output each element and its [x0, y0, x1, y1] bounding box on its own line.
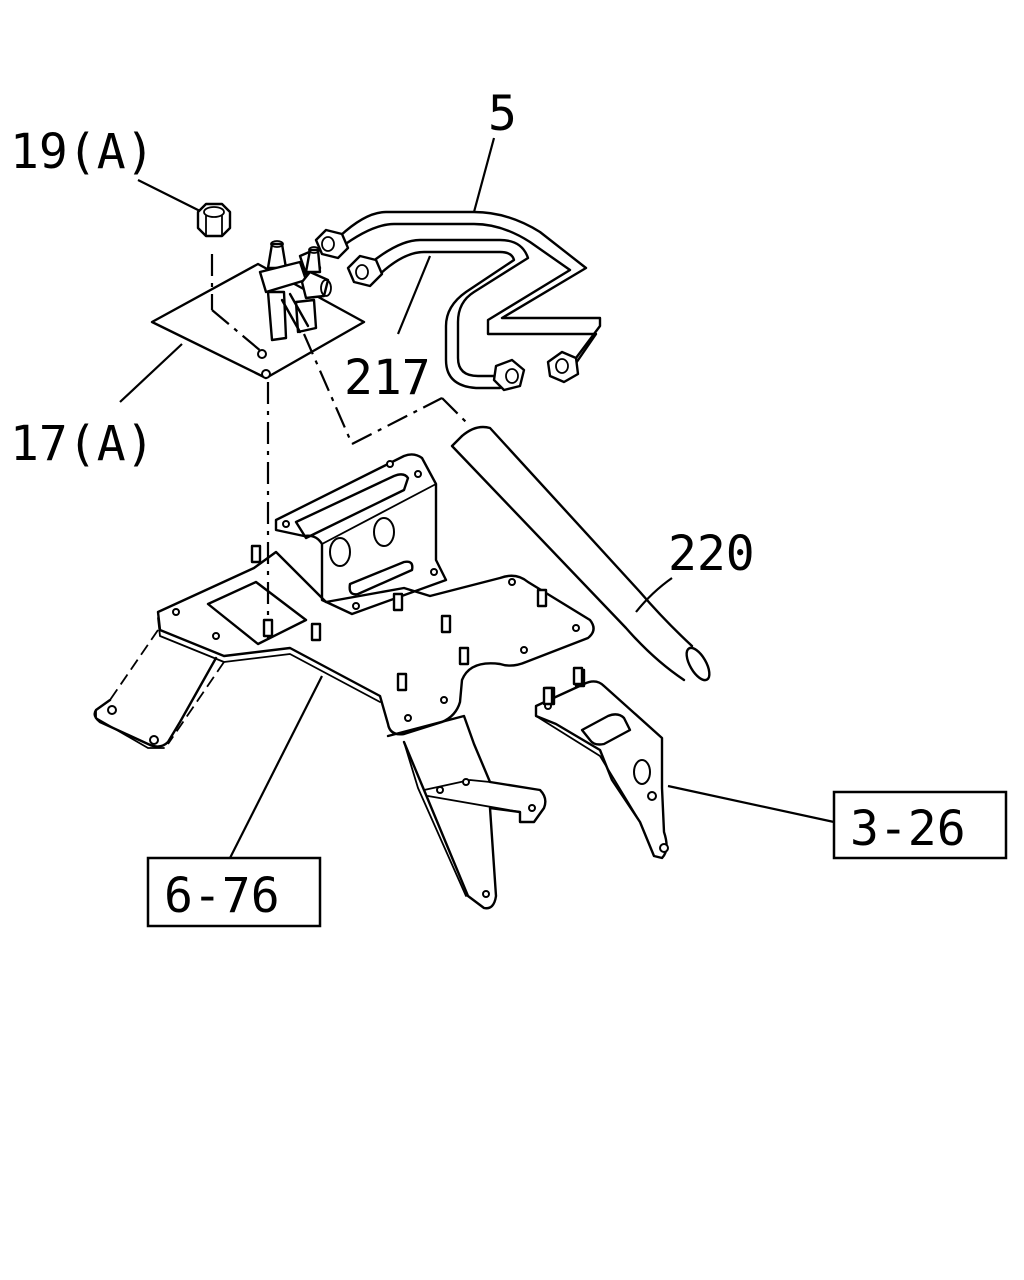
hose-220 — [450, 425, 711, 682]
ref-3-26-label[interactable]: 3-26 — [850, 801, 966, 857]
leader-lines — [119, 137, 835, 859]
ref-box-3-26-frame — [832, 790, 1008, 860]
callout-19a-label[interactable]: 19(A) — [10, 124, 155, 180]
bracket-plate-17a — [150, 240, 366, 640]
leader-6-76 — [229, 675, 323, 859]
pipe-nut-1 — [314, 228, 350, 260]
ref-box-6-76[interactable]: 6-76 — [146, 856, 322, 928]
leader-5 — [472, 137, 496, 213]
ref-6-76-label[interactable]: 6-76 — [164, 868, 280, 924]
pipe-assembly-5 — [314, 210, 602, 392]
leader-3-26 — [667, 784, 835, 824]
leader-220 — [635, 577, 673, 613]
callout-217-label[interactable]: 217 — [344, 350, 431, 406]
pipe-nut-4 — [546, 350, 580, 384]
pipe-nut-3 — [492, 358, 526, 392]
side-bracket-3-26 — [534, 666, 669, 860]
leader-17a — [119, 343, 183, 403]
drain-tube-217 — [280, 292, 469, 445]
leader-19a — [137, 179, 203, 213]
nut-19a — [196, 202, 232, 238]
leader-217 — [396, 255, 432, 335]
mounting-frame-6-76 — [93, 453, 595, 910]
callout-220-label[interactable]: 220 — [668, 526, 755, 582]
ref-box-6-76-frame — [146, 856, 322, 928]
ref-box-3-26[interactable]: 3-26 — [832, 790, 1008, 860]
pipe-nut-2 — [346, 254, 384, 288]
studs — [250, 544, 586, 706]
callout-17a-label[interactable]: 17(A) — [10, 416, 155, 472]
callout-5-label[interactable]: 5 — [488, 86, 517, 142]
